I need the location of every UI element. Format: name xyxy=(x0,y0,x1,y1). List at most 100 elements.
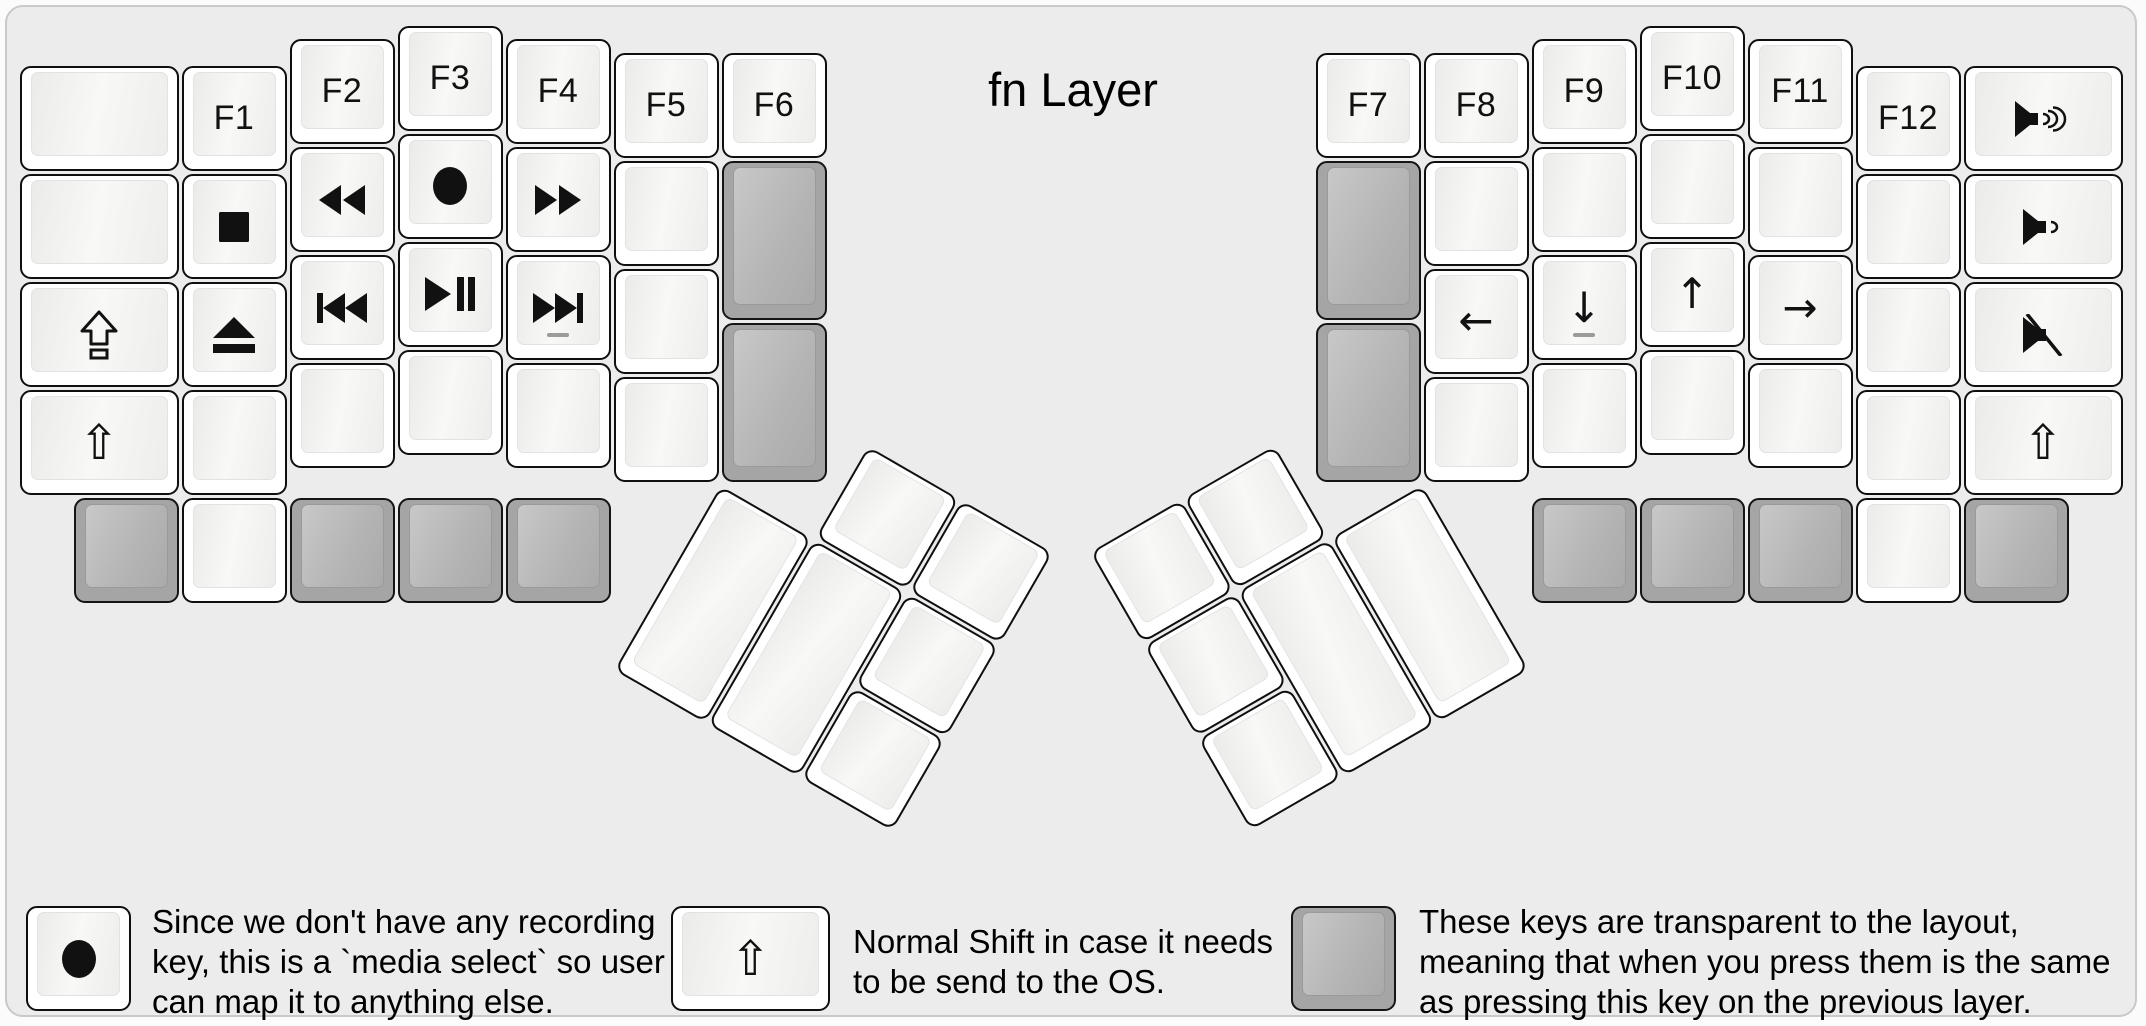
key-transparent[interactable] xyxy=(73,498,179,603)
key-label: F7 xyxy=(1347,85,1389,124)
key-label: F2 xyxy=(321,72,363,110)
key-f7[interactable]: F7 xyxy=(1315,52,1421,158)
keycap-top xyxy=(732,58,816,143)
key-f3[interactable]: F3 xyxy=(397,25,503,131)
caps-lock-icon xyxy=(78,310,120,360)
key-blank[interactable] xyxy=(505,363,611,468)
key-volume-down[interactable] xyxy=(1963,174,2123,279)
key-blank[interactable] xyxy=(181,390,287,495)
key-blank[interactable] xyxy=(613,376,719,482)
shift-icon: ⇧ xyxy=(78,414,120,471)
key-blank[interactable] xyxy=(1747,363,1853,468)
key-blank[interactable] xyxy=(289,363,395,468)
keycap-top xyxy=(300,369,384,453)
key-transparent[interactable] xyxy=(1315,160,1421,320)
key-blank[interactable] xyxy=(1747,147,1853,252)
key-blank[interactable] xyxy=(1423,160,1529,266)
keycap-top xyxy=(1650,139,1734,224)
key-label: F1 xyxy=(213,99,255,137)
key-shift[interactable]: ⇧ xyxy=(1963,390,2123,495)
key-arrow-down[interactable]: ↓ xyxy=(1531,255,1637,360)
key-mute[interactable] xyxy=(1963,282,2123,387)
key-f8[interactable]: F8 xyxy=(1423,52,1529,158)
keycap-top xyxy=(1866,504,1950,588)
key-f6[interactable]: F6 xyxy=(721,52,827,158)
keycap-top xyxy=(1974,504,2058,588)
keycap-top xyxy=(300,504,384,588)
key-stop[interactable] xyxy=(181,174,287,279)
key-prev-track[interactable] xyxy=(289,255,395,360)
key-blank[interactable] xyxy=(1855,390,1961,495)
key-arrow-right[interactable]: → xyxy=(1747,255,1853,360)
key-blank[interactable] xyxy=(397,349,503,455)
keycap-top xyxy=(516,369,600,453)
key-eject[interactable] xyxy=(181,282,287,387)
key-next-track[interactable] xyxy=(505,255,611,360)
key-transparent[interactable] xyxy=(1747,498,1853,603)
key-transparent[interactable] xyxy=(1315,322,1421,482)
key-blank[interactable] xyxy=(1531,147,1637,252)
key-f9[interactable]: F9 xyxy=(1531,39,1637,144)
keycap-top xyxy=(1650,355,1734,440)
key-f10[interactable]: F10 xyxy=(1639,25,1745,131)
key-caps-lock[interactable] xyxy=(19,282,179,387)
keycap-top xyxy=(84,504,168,588)
key-f12[interactable]: F12 xyxy=(1855,66,1961,171)
key-transparent[interactable] xyxy=(397,498,503,603)
keycap-top xyxy=(192,72,276,156)
key-blank[interactable] xyxy=(1639,133,1745,239)
key-fast-forward[interactable] xyxy=(505,147,611,252)
key-blank[interactable] xyxy=(19,174,179,279)
keycap-top xyxy=(624,382,708,467)
record-icon xyxy=(431,166,469,206)
keycap-top xyxy=(1326,166,1410,305)
key-rewind[interactable] xyxy=(289,147,395,252)
arrow-up-icon: ↑ xyxy=(1674,269,1710,318)
keycap-top xyxy=(1866,72,1950,156)
volume-down-icon xyxy=(2023,208,2063,245)
keycap-top xyxy=(30,288,168,372)
key-arrow-left[interactable]: ← xyxy=(1423,268,1529,374)
key-blank[interactable] xyxy=(1423,376,1529,482)
key-shift[interactable]: ⇧ xyxy=(19,390,179,495)
keycap-top xyxy=(1434,274,1518,359)
key-f4[interactable]: F4 xyxy=(505,39,611,144)
key-transparent[interactable] xyxy=(1531,498,1637,603)
key-record[interactable] xyxy=(397,133,503,239)
key-blank[interactable] xyxy=(181,498,287,603)
key-blank[interactable] xyxy=(613,160,719,266)
legend-key-shift: ⇧ xyxy=(671,906,830,1011)
keycap-top xyxy=(1542,153,1626,237)
key-arrow-up[interactable]: ↑ xyxy=(1639,241,1745,347)
key-play-pause[interactable] xyxy=(397,241,503,347)
keycap-top xyxy=(408,504,492,588)
key-transparent[interactable] xyxy=(721,322,827,482)
key-blank[interactable] xyxy=(1531,363,1637,468)
key-blank[interactable] xyxy=(613,268,719,374)
legend-key-transparent xyxy=(1291,906,1396,1011)
key-label: F12 xyxy=(1877,99,1939,137)
key-f5[interactable]: F5 xyxy=(613,52,719,158)
key-volume-up[interactable] xyxy=(1963,66,2123,171)
key-transparent[interactable] xyxy=(721,160,827,320)
legend-text: These keys are transparent to the layout… xyxy=(1419,903,2111,1020)
key-transparent[interactable] xyxy=(1963,498,2069,603)
keycap-top xyxy=(1758,369,1842,453)
key-f1[interactable]: F1 xyxy=(181,66,287,171)
key-transparent[interactable] xyxy=(289,498,395,603)
key-blank[interactable] xyxy=(1639,349,1745,455)
key-transparent[interactable] xyxy=(1639,498,1745,603)
next-track-icon xyxy=(533,292,583,323)
key-blank[interactable] xyxy=(1855,282,1961,387)
keycap-top xyxy=(624,274,708,359)
key-transparent[interactable] xyxy=(505,498,611,603)
keycap-top xyxy=(1650,31,1734,116)
keycap-top xyxy=(1326,58,1410,143)
key-blank[interactable] xyxy=(1855,174,1961,279)
keycap-top xyxy=(1758,504,1842,588)
key-f11[interactable]: F11 xyxy=(1747,39,1853,144)
key-blank[interactable] xyxy=(1855,498,1961,603)
legend-text: Since we don't have any recording key, t… xyxy=(152,903,665,1020)
key-blank[interactable] xyxy=(19,66,179,171)
key-f2[interactable]: F2 xyxy=(289,39,395,144)
